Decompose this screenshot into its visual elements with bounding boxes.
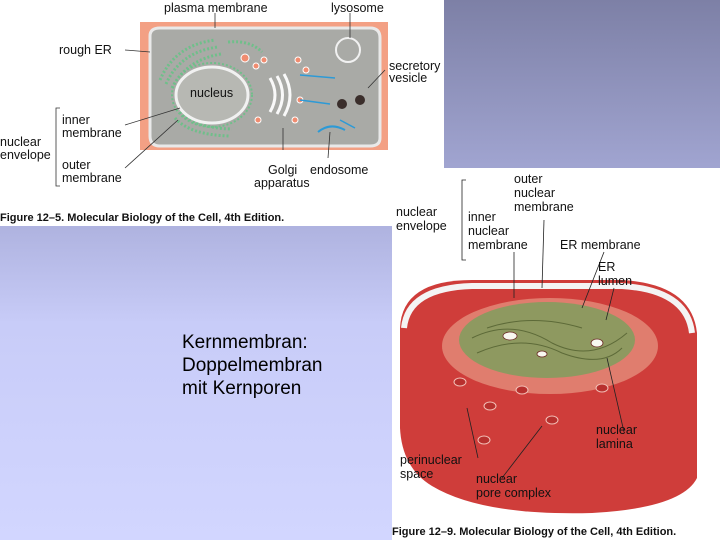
figure1-caption: Figure 12–5. Molecular Biology of the Ce… bbox=[0, 212, 284, 224]
label-outer-nuclear-membrane-3: membrane bbox=[514, 200, 574, 214]
label-secretory-vesicle-2: vesicle bbox=[389, 71, 427, 85]
label-er-lumen-1: ER bbox=[598, 260, 615, 274]
label-nuclear-pore-complex-1: nuclear bbox=[476, 472, 517, 486]
label-endosome: endosome bbox=[310, 163, 368, 177]
slide-text-line-3: mit Kernporen bbox=[182, 377, 382, 400]
label-er-membrane: ER membrane bbox=[560, 238, 641, 252]
figure2-caption: Figure 12–9. Molecular Biology of the Ce… bbox=[392, 526, 676, 538]
label-inner-nuclear-membrane-2: nuclear bbox=[468, 224, 509, 238]
label-perinuclear-space-1: perinuclear bbox=[400, 453, 462, 467]
label-er-lumen-2: lumen bbox=[598, 274, 632, 288]
label-nuclear-lamina-1: nuclear bbox=[596, 423, 637, 437]
slide-body-text: Kernmembran: Doppelmembran mit Kernporen bbox=[182, 331, 382, 400]
label-plasma-membrane: plasma membrane bbox=[164, 1, 268, 15]
label-golgi-1: Golgi bbox=[268, 163, 297, 177]
label-outer-nuclear-membrane-1: outer bbox=[514, 172, 543, 186]
cell-diagram-figure: plasma membrane lysosome rough ER secret… bbox=[0, 0, 444, 226]
label-nuclear-envelope-b: envelope bbox=[396, 219, 447, 233]
label-lysosome: lysosome bbox=[331, 1, 384, 15]
label-inner-membrane-1: inner bbox=[62, 113, 90, 127]
label-outer-membrane-1: outer bbox=[62, 158, 91, 172]
label-nuclear-envelope-2: envelope bbox=[0, 148, 51, 162]
label-inner-nuclear-membrane-1: inner bbox=[468, 210, 496, 224]
label-nucleus: nucleus bbox=[190, 86, 233, 100]
label-nuclear-pore-complex-2: pore complex bbox=[476, 486, 552, 500]
label-nuclear-envelope-1: nuclear bbox=[0, 135, 41, 149]
slide-text-line-2: Doppelmembran bbox=[182, 354, 382, 377]
label-golgi-2: apparatus bbox=[254, 176, 310, 190]
label-outer-nuclear-membrane-2: nuclear bbox=[514, 186, 555, 200]
label-outer-membrane-2: membrane bbox=[62, 171, 122, 185]
secretory-vesicle-shape bbox=[337, 99, 347, 109]
cell-diagram-illustration: plasma membrane lysosome rough ER secret… bbox=[0, 0, 444, 226]
nuclear-envelope-illustration: outer nuclear membrane nuclear envelope … bbox=[392, 168, 720, 540]
label-nuclear-envelope-a: nuclear bbox=[396, 205, 437, 219]
nuclear-envelope-figure: outer nuclear membrane nuclear envelope … bbox=[392, 168, 720, 540]
label-rough-er: rough ER bbox=[59, 43, 112, 57]
label-inner-nuclear-membrane-3: membrane bbox=[468, 238, 528, 252]
label-nuclear-lamina-2: lamina bbox=[596, 437, 633, 451]
slide-text-line-1: Kernmembran: bbox=[182, 331, 382, 354]
label-inner-membrane-2: membrane bbox=[62, 126, 122, 140]
label-perinuclear-space-2: space bbox=[400, 467, 433, 481]
